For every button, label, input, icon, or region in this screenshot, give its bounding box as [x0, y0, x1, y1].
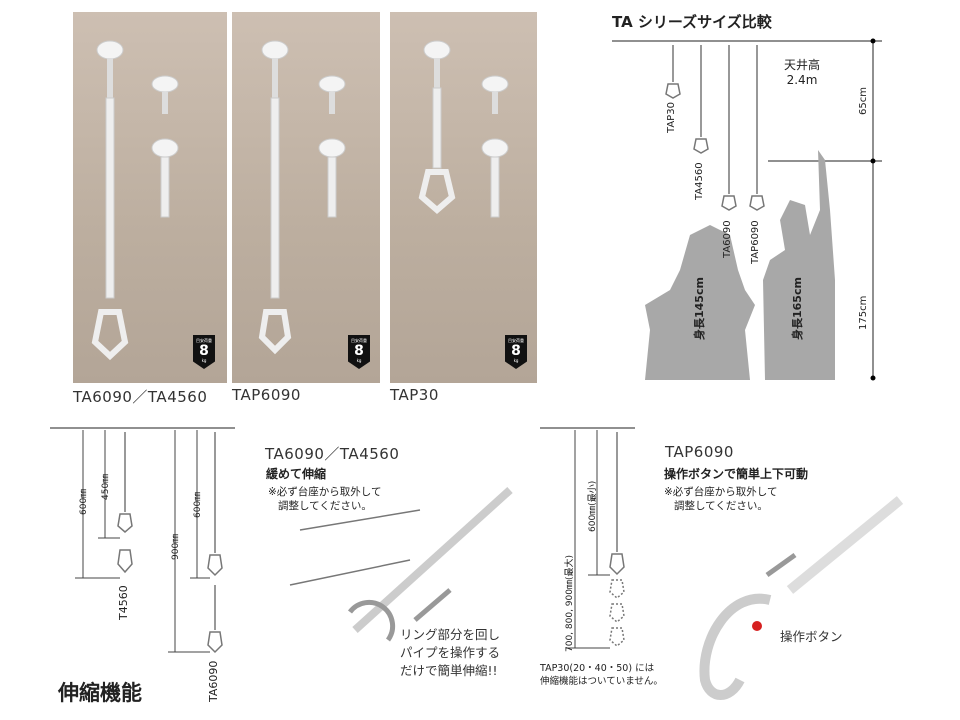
product-label: TAP30	[390, 386, 439, 404]
model-label: T4560	[117, 585, 130, 620]
feature-heading: TA6090／TA4560	[265, 445, 400, 463]
model-label: TAP30	[666, 102, 677, 133]
dim-label: 600㎜(最小)	[588, 480, 598, 532]
product-label: TA6090／TA4560	[73, 388, 208, 406]
model-label: TA6090	[722, 220, 733, 258]
section-title: 伸縮機能	[58, 681, 142, 705]
feature-subheading: 緩めて伸縮	[266, 467, 327, 481]
footnote: TAP30(20・40・50) には伸縮機能はついていません。	[540, 663, 663, 687]
dim-label: 450㎜	[101, 473, 111, 500]
dim-label: 600㎜	[79, 488, 89, 515]
product-label: TAP6090	[232, 386, 301, 404]
callout-text: リング部分を回しパイプを操作するだけで簡単伸縮!!	[400, 627, 501, 678]
person-height-label: 身長145cm	[693, 277, 706, 340]
dim-65cm: 65cm	[858, 87, 869, 115]
feature-note: ※必ず台座から取外して調整してください。	[268, 486, 382, 512]
feature-note: ※必ず台座から取外して調整してください。	[664, 486, 778, 512]
hanger-illustration	[258, 40, 346, 355]
person-height-label: 身長165cm	[791, 277, 804, 340]
model-label: TA4560	[694, 162, 705, 200]
dim-175cm: 175cm	[858, 295, 869, 330]
model-label: TAP6090	[750, 220, 761, 264]
dim-label: 600㎜	[193, 491, 203, 518]
hanger-illustration	[91, 40, 179, 361]
dim-label: 900㎜	[171, 533, 181, 560]
feature-heading: TAP6090	[665, 443, 734, 461]
comparison-title: TA シリーズサイズ比較	[612, 13, 772, 31]
person-silhouette-165	[763, 150, 835, 380]
operation-button-label: 操作ボタン	[780, 629, 843, 644]
model-label: TA6090	[207, 660, 220, 702]
feature-subheading: 操作ボタンで簡単上下可動	[664, 467, 809, 481]
hanger-illustration	[418, 40, 509, 218]
dim-label: 700, 800, 900㎜(最大)	[565, 554, 575, 652]
